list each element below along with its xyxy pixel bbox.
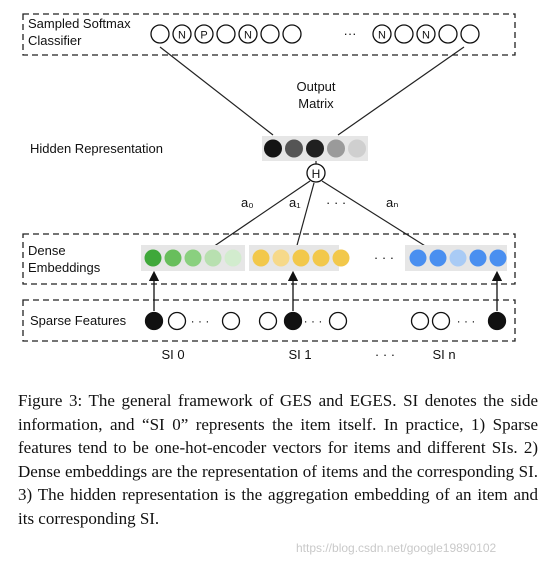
sparse-ellipsis: · · · <box>457 314 476 328</box>
softmax-node <box>282 24 302 44</box>
weight-a0: a₀ <box>241 195 254 210</box>
softmax-node-label: N <box>244 30 252 42</box>
weight-an: aₙ <box>386 195 398 210</box>
sparse-ellipsis: · · · <box>304 314 323 328</box>
softmax-label-line1: Sampled Softmax <box>28 16 131 31</box>
softmax-node-label: N <box>378 30 386 42</box>
softmax-label-line2: Classifier <box>28 33 82 48</box>
hidden-node <box>327 139 345 158</box>
hidden-node <box>285 139 303 158</box>
sparse-node <box>167 311 187 331</box>
weight-ellipsis: · · · <box>326 195 346 210</box>
embedding-node <box>409 249 427 267</box>
softmax-node <box>416 24 436 44</box>
embedding-node <box>272 249 290 267</box>
embedding-node <box>144 249 162 267</box>
dense-label-line1: Dense <box>28 243 66 258</box>
embedding-node <box>449 249 467 267</box>
sparse-features-label: Sparse Features <box>30 313 127 328</box>
softmax-layer-box <box>22 13 516 56</box>
hidden-representation-label: Hidden Representation <box>30 141 163 156</box>
softmax-node <box>372 24 392 44</box>
si-label-ellipsis: · · · <box>375 347 395 362</box>
softmax-node <box>460 24 480 44</box>
embedding-node <box>252 249 270 267</box>
sparse-node <box>328 311 348 331</box>
softmax-node <box>172 24 192 44</box>
output-connector-left <box>159 46 274 136</box>
dense-layer-box <box>22 233 516 285</box>
softmax-node <box>260 24 280 44</box>
softmax-ellipsis: ··· <box>344 26 357 41</box>
softmax-node <box>394 24 414 44</box>
sparse-layer-box <box>22 299 516 342</box>
weight-line-si1 <box>295 182 315 250</box>
softmax-node <box>238 24 258 44</box>
embedding-node <box>224 249 242 267</box>
output-matrix-label-line2: Matrix <box>298 96 334 111</box>
embedding-node <box>489 249 507 267</box>
aggregator-node <box>306 163 326 183</box>
embedding-node <box>332 249 350 267</box>
dense-label-line2: Embeddings <box>28 260 101 275</box>
si-label-n: SI n <box>432 347 455 362</box>
sparse-node <box>221 311 241 331</box>
output-connector-right <box>337 46 465 136</box>
aggregator-label: H <box>312 167 321 181</box>
embedding-ellipsis: · · · <box>374 250 394 265</box>
embedding-node <box>292 249 310 267</box>
output-matrix-label-line1: Output <box>296 79 335 94</box>
sparse-ellipsis: · · · <box>191 314 210 328</box>
figure-caption: Figure 3: The general framework of GES a… <box>18 389 538 531</box>
si-label-1: SI 1 <box>288 347 311 362</box>
sparse-node <box>431 311 451 331</box>
embedding-node <box>204 249 222 267</box>
sparse-node <box>410 311 430 331</box>
embedding-node <box>184 249 202 267</box>
softmax-node-label: P <box>200 30 207 42</box>
softmax-node <box>216 24 236 44</box>
softmax-node <box>438 24 458 44</box>
sparse-node <box>258 311 278 331</box>
weight-a1: a₁ <box>289 195 301 210</box>
embedding-node <box>312 249 330 267</box>
softmax-node <box>194 24 214 44</box>
sparse-node-active <box>283 311 303 331</box>
weight-line-sin <box>321 180 431 250</box>
softmax-node-label: N <box>178 30 186 42</box>
embedding-node <box>469 249 487 267</box>
caption-text: Figure 3: The general framework of GES a… <box>18 391 538 528</box>
sparse-node-active <box>144 311 164 331</box>
hidden-node <box>348 139 366 158</box>
softmax-node-label: N <box>422 30 430 42</box>
hidden-node <box>264 139 282 158</box>
watermark: https://blog.csdn.net/google19890102 <box>296 541 497 555</box>
si-label-0: SI 0 <box>161 347 184 362</box>
embedding-node <box>429 249 447 267</box>
embedding-node <box>164 249 182 267</box>
softmax-node <box>150 24 170 44</box>
hidden-node <box>306 139 324 158</box>
weight-line-si0 <box>209 180 311 250</box>
sparse-node-active <box>487 311 507 331</box>
